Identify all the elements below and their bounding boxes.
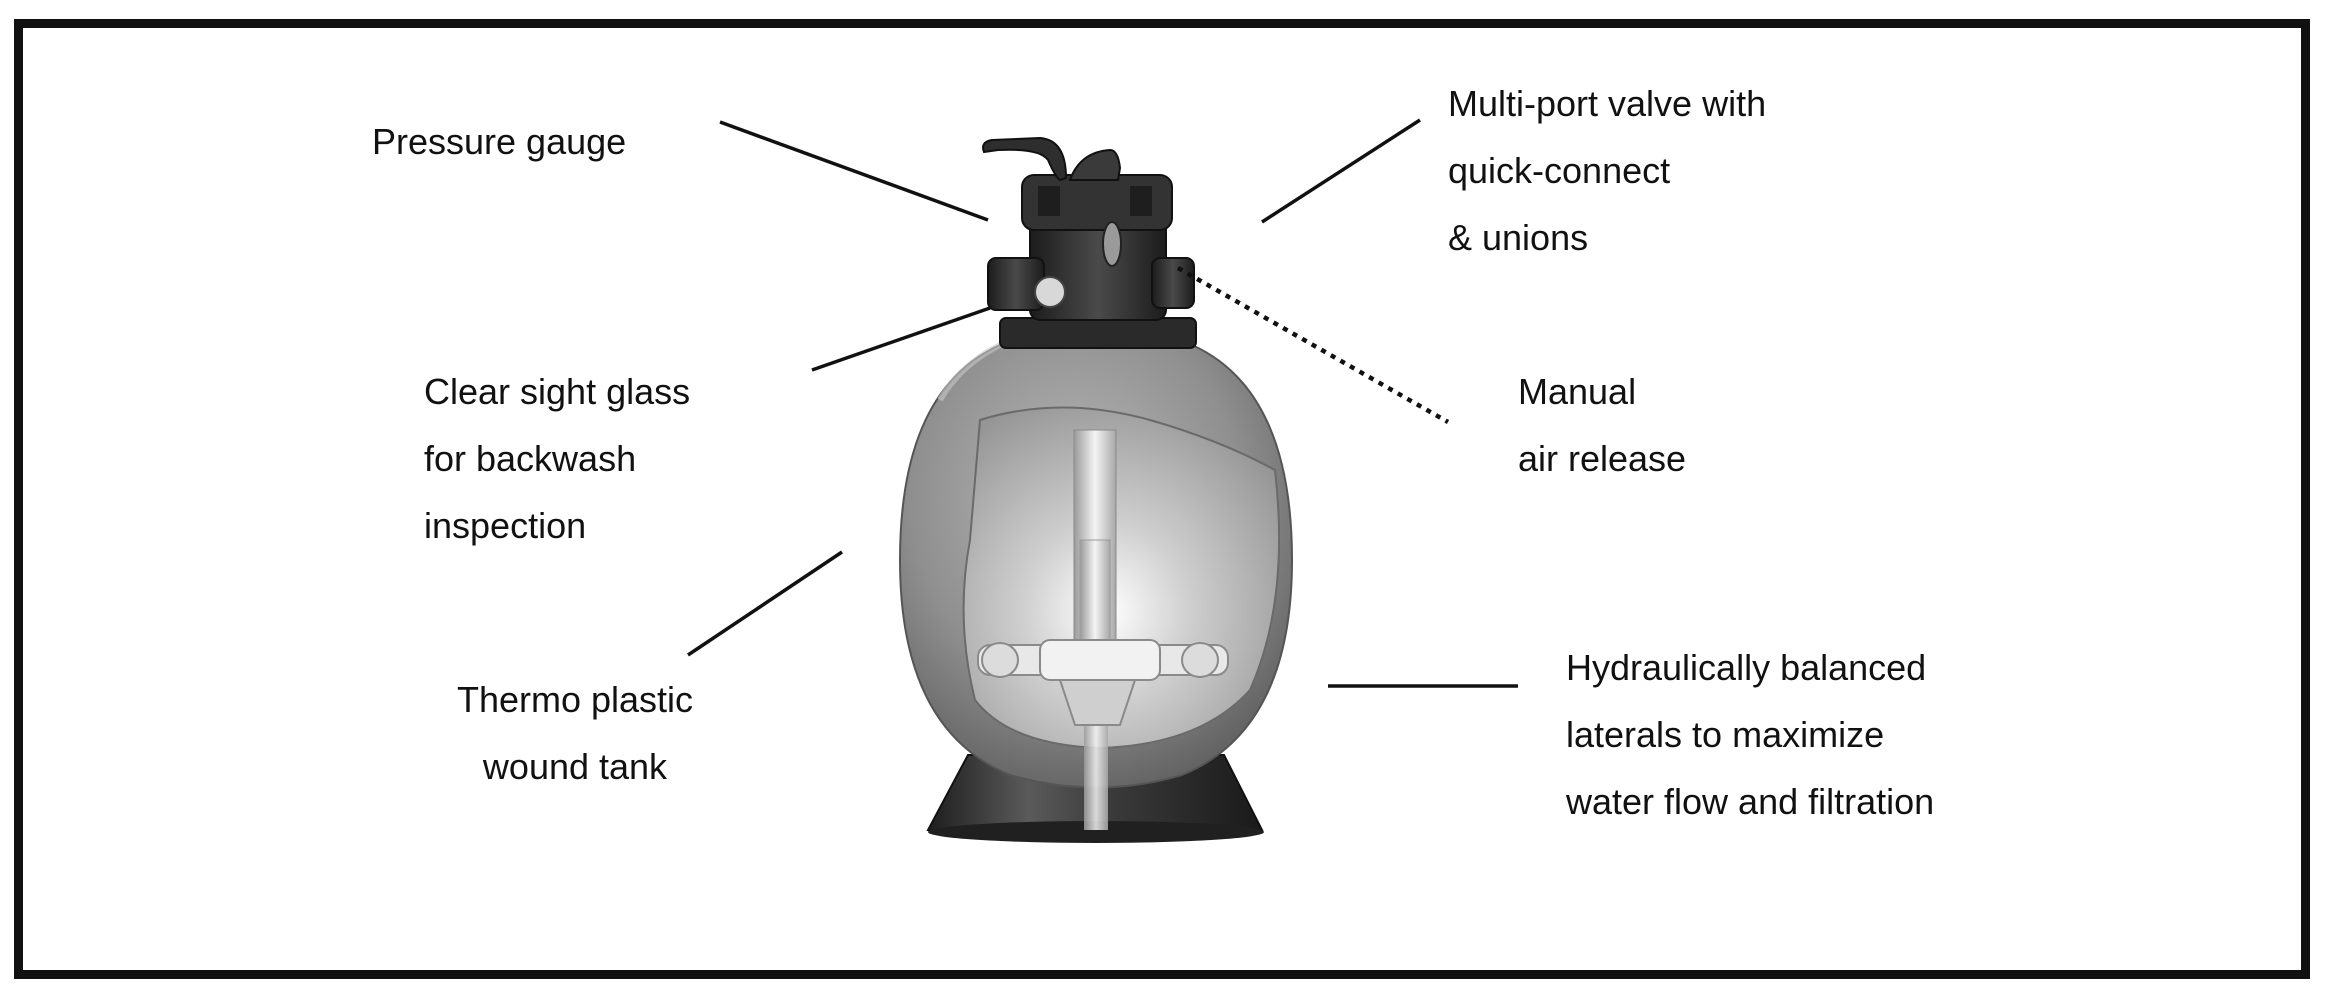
label-line: Pressure gauge: [372, 121, 627, 162]
laterals: [977, 639, 1229, 726]
label-line: for backwash: [424, 438, 637, 479]
label-line: quick-connect: [1448, 150, 1671, 191]
label-line: Hydraulically balanced: [1566, 647, 1927, 688]
label-line: Thermo plastic: [456, 679, 694, 720]
leader-pressure-gauge: [719, 120, 989, 222]
label-line: inspection: [424, 505, 587, 546]
label-sight-glass: Clear sight glass for backwash inspectio…: [424, 358, 690, 559]
sand-filter-illustration: [898, 136, 1294, 843]
diagram-frame: [14, 19, 2310, 979]
label-line: water flow and filtration: [1566, 781, 1935, 822]
label-laterals: Hydraulically balanced laterals to maxim…: [1566, 634, 1934, 835]
label-pressure-gauge: Pressure gauge: [372, 108, 626, 175]
label-line: wound tank: [482, 746, 668, 787]
sight-glass: [1102, 221, 1122, 267]
label-line: laterals to maximize: [1566, 714, 1885, 755]
label-line: & unions: [1448, 217, 1589, 258]
leader-lines: [687, 118, 1518, 688]
label-line: Manual: [1518, 371, 1637, 412]
label-air-release: Manual air release: [1518, 358, 1686, 492]
air-release-knob: [1034, 276, 1066, 308]
label-tank: Thermo plastic wound tank: [420, 666, 730, 800]
label-multiport-valve: Multi-port valve with quick-connect & un…: [1448, 70, 1766, 271]
leader-tank: [687, 550, 843, 657]
valve-handle: [982, 136, 1068, 182]
label-line: air release: [1518, 438, 1687, 479]
tank-collar: [999, 317, 1197, 349]
leader-multiport-valve: [1261, 118, 1421, 224]
label-line: Clear sight glass: [424, 371, 691, 412]
label-line: Multi-port valve with: [1448, 83, 1767, 124]
leader-air-release: [1176, 266, 1450, 424]
multiport-valve: [982, 136, 1195, 321]
leader-sight-glass: [811, 306, 991, 372]
